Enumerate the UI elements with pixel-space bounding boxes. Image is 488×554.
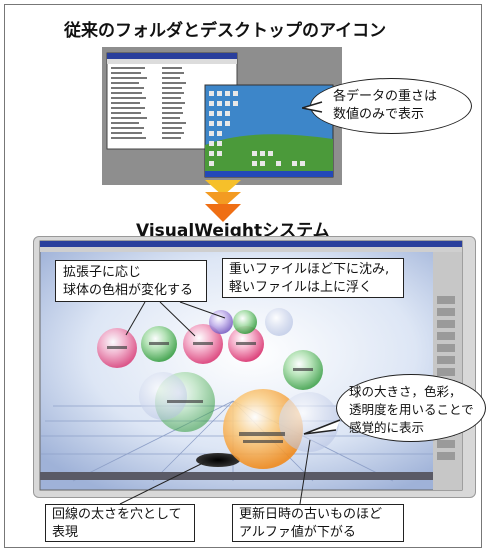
callout-extension-hue-line1: 拡張子に応じ (63, 265, 142, 280)
callout-numeric-weight: 各データの重さは 数値のみで表示 (310, 78, 472, 134)
arrow-chevron-2 (205, 192, 241, 208)
sphere-green-small (233, 310, 257, 334)
callout-heavy-sink-line2: 軽いファイルは上に浮く (229, 280, 373, 295)
section-title-conventional: 従来のフォルダとデスクトップのアイコン (64, 21, 387, 41)
callout-alpha-age-line1: 更新日時の古いものほど (239, 507, 383, 522)
transition-arrow (203, 178, 243, 224)
sphere-faint-left (139, 372, 187, 420)
folder-file-rows (111, 67, 186, 139)
callout-extension-hue: 拡張子に応じ 球体の色相が変化する (55, 260, 207, 302)
callout-hole-bandwidth: 回線の太さを穴として 表現 (45, 504, 195, 542)
leader-alpha (299, 439, 311, 505)
callout-numeric-weight-tail (302, 101, 323, 113)
folder-window-toolbar (107, 59, 237, 64)
callout-hole-bandwidth-line1: 回線の太さを穴として (52, 507, 182, 522)
callout-hole-bandwidth-line2: 表現 (52, 525, 79, 540)
callout-numeric-weight-line1: 各データの重さは (333, 89, 438, 104)
vw-titlebar (40, 241, 462, 247)
desktop-taskbar (205, 171, 333, 177)
desktop-icons (209, 91, 305, 166)
sphere-purple-small (209, 310, 233, 334)
callout-sensory-display-line1: 球の大きさ，色彩， (349, 384, 462, 399)
leader-extension-3 (179, 301, 226, 319)
callout-sensory-display-tail (303, 419, 341, 435)
callout-heavy-sink-line1: 重いファイルほど下に沈み, (229, 262, 390, 277)
vw-menubar (40, 247, 462, 252)
vw-network-hole (196, 453, 240, 467)
arrow-chevron-1 (205, 180, 241, 196)
arrow-chevron-3 (205, 204, 241, 222)
leader-extension-2 (159, 301, 196, 337)
sphere-faint-right (279, 392, 339, 452)
callout-sensory-display-line3: 感覚的に表示 (349, 420, 425, 435)
folder-window-titlebar (107, 53, 237, 59)
leader-hole (119, 461, 206, 505)
vw-path-bar (40, 472, 433, 480)
callout-sensory-display-line2: 透明度を用いることで (349, 402, 474, 417)
callout-alpha-age: 更新日時の古いものほど アルファ値が下がる (232, 504, 404, 542)
callout-heavy-sink: 重いファイルほど下に沈み, 軽いファイルは上に浮く (222, 258, 404, 298)
leader-extension-1 (125, 301, 146, 336)
callout-sensory-display: 球の大きさ，色彩， 透明度を用いることで 感覚的に表示 (336, 374, 486, 442)
callout-extension-hue-line2: 球体の色相が変化する (63, 283, 194, 298)
sphere-faint-small (265, 308, 293, 336)
callout-numeric-weight-line2: 数値のみで表示 (333, 107, 425, 122)
callout-alpha-age-line2: アルファ値が下がる (239, 525, 356, 540)
sphere-label-marks (107, 342, 313, 443)
